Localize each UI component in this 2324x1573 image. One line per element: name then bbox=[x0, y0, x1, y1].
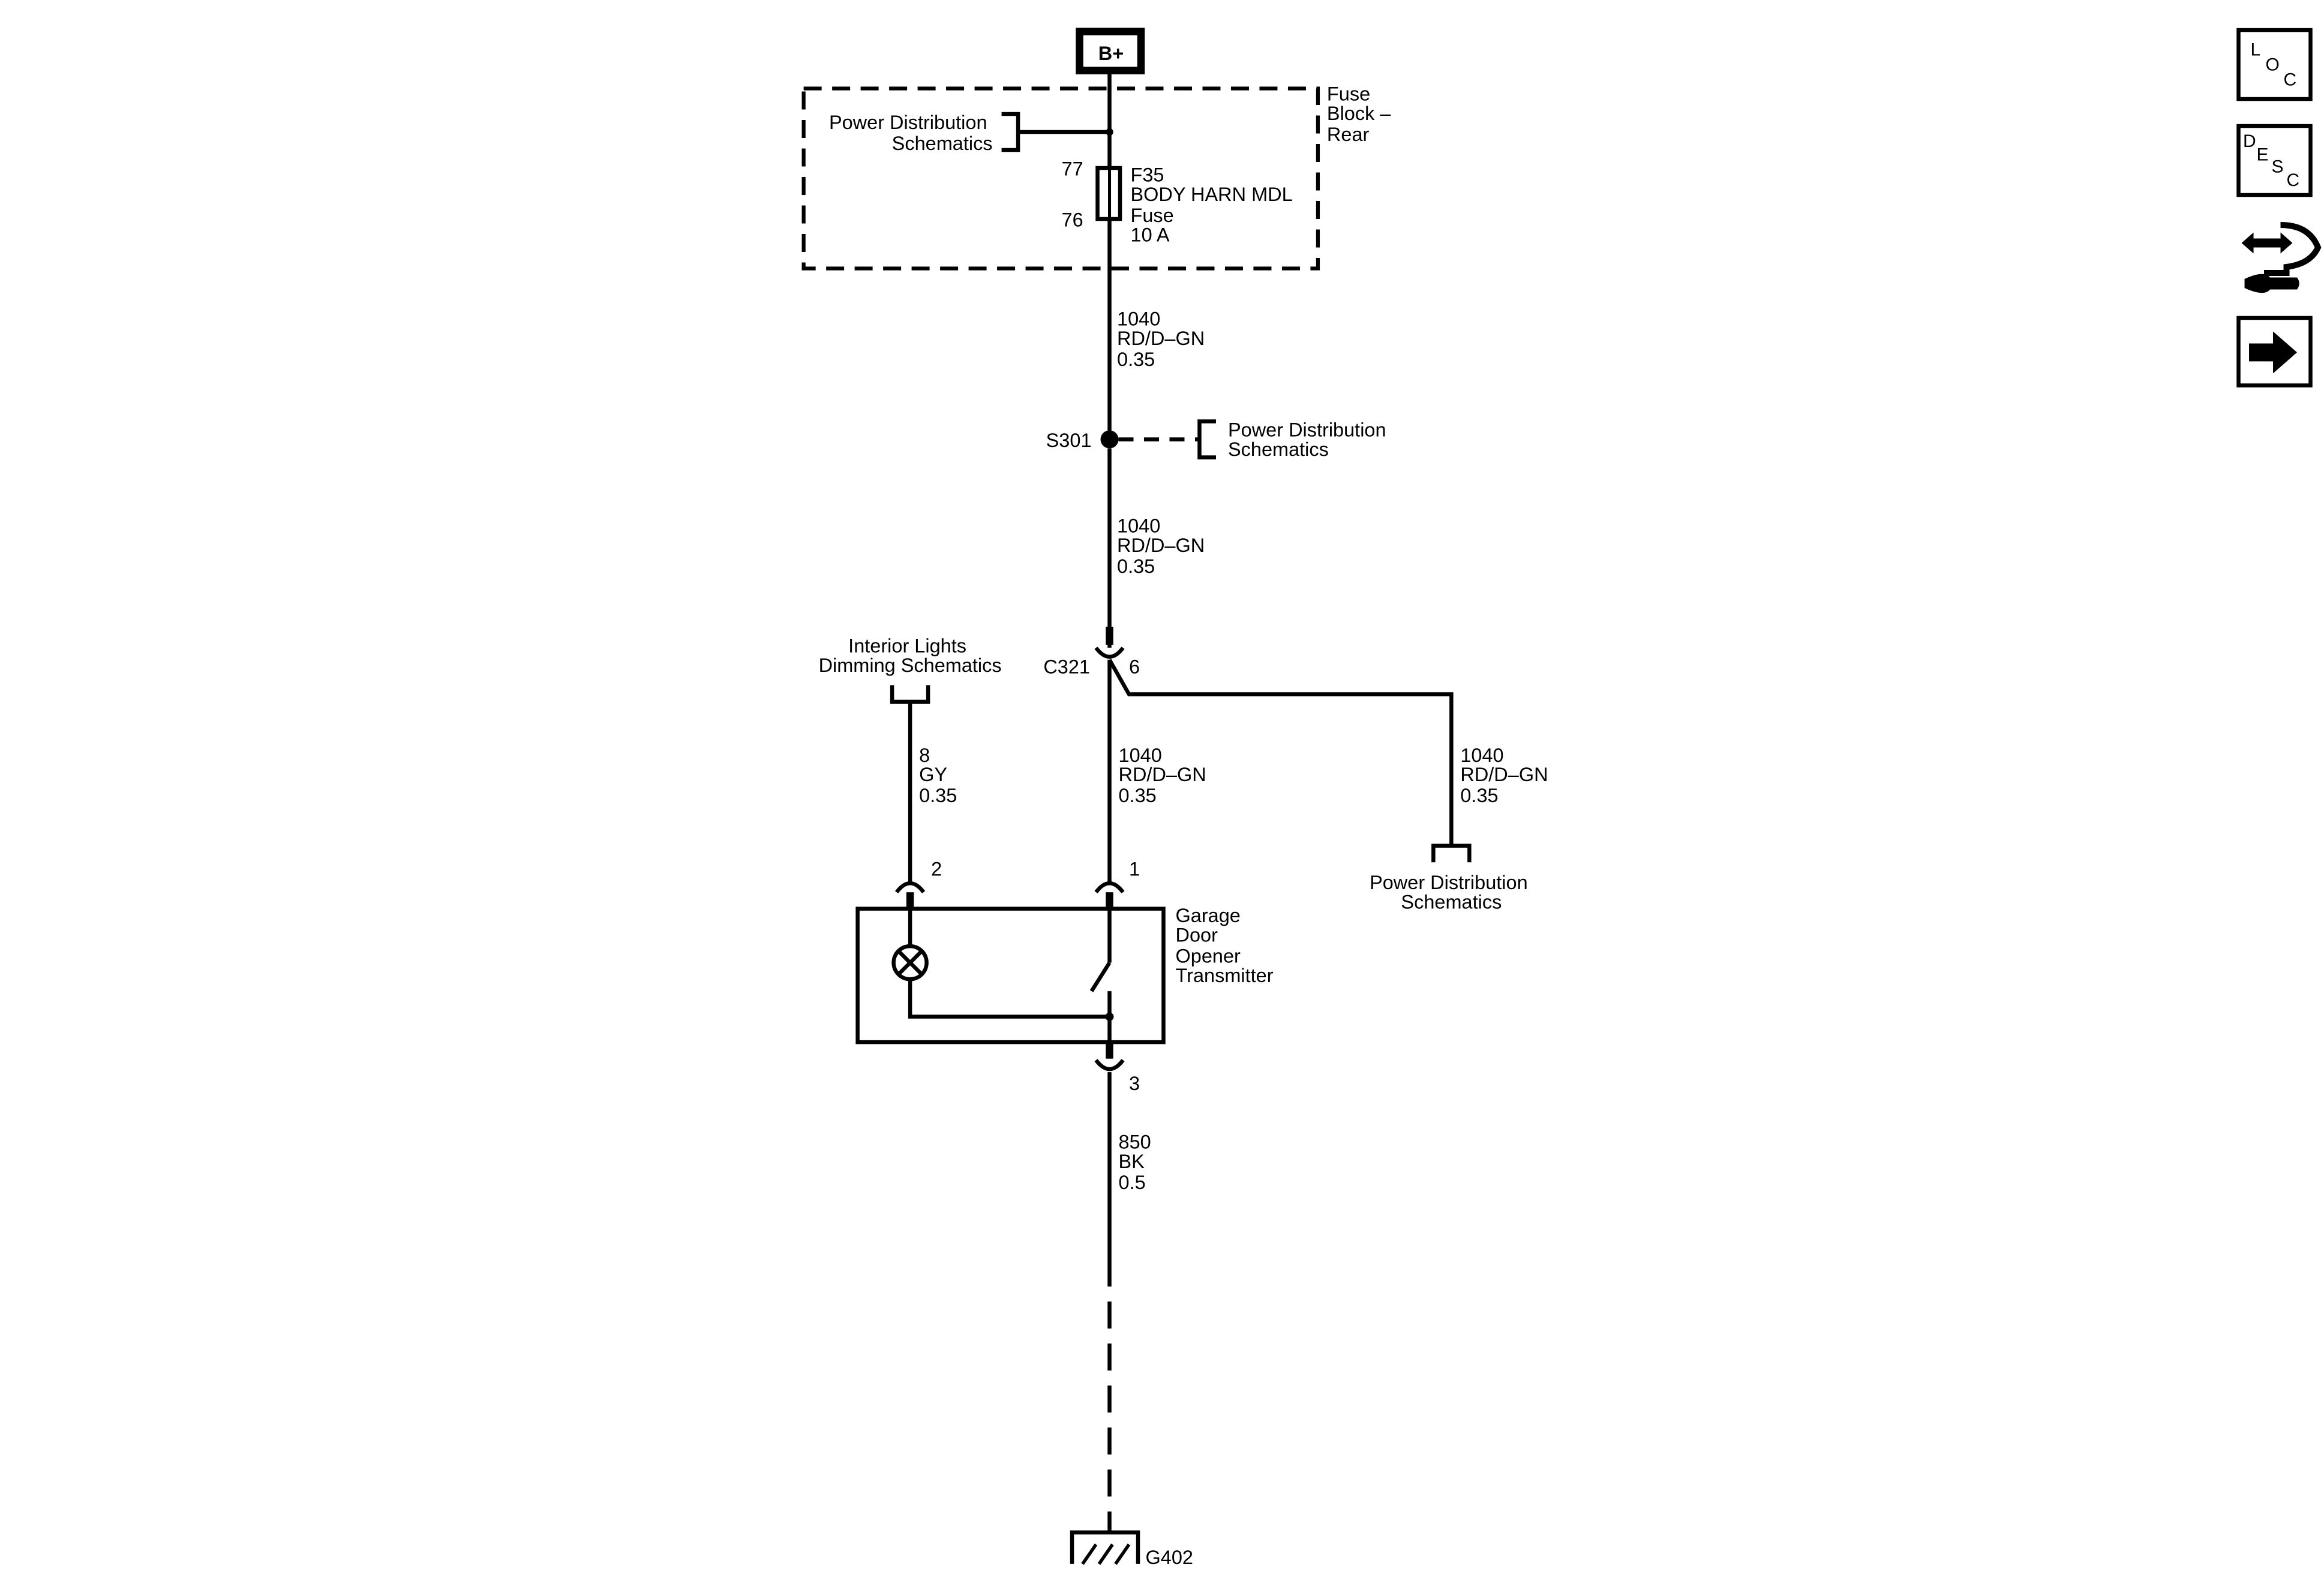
power-distribution-ref-right: Power Distribution Schematics bbox=[1370, 843, 1533, 913]
svg-text:C: C bbox=[2284, 70, 2297, 90]
connector-end-view-icon[interactable] bbox=[2241, 221, 2322, 293]
wire-label-3: 1040 RD/D–GN 0.35 bbox=[1119, 745, 1212, 806]
power-distribution-ref-splice: Power Distribution Schematics bbox=[1228, 419, 1392, 460]
svg-text:6: 6 bbox=[1129, 656, 1140, 677]
svg-text:O: O bbox=[2266, 55, 2280, 75]
svg-text:2: 2 bbox=[931, 858, 942, 880]
lamp-icon bbox=[891, 944, 929, 981]
desc-button[interactable]: D E S C bbox=[2236, 124, 2313, 197]
wire-label-2: 1040 RD/D–GN 0.35 bbox=[1117, 515, 1210, 577]
garage-door-opener-transmitter: Garage Door Opener Transmitter bbox=[855, 905, 1274, 1059]
svg-text:B+: B+ bbox=[1098, 43, 1124, 64]
svg-text:D: D bbox=[2243, 131, 2256, 151]
wire-label-dim: 8 GY 0.35 bbox=[919, 745, 957, 806]
module-pin-1-connector: 1 bbox=[1094, 858, 1140, 909]
svg-text:76: 76 bbox=[1062, 209, 1083, 230]
wire-label-1: 1040 RD/D–GN 0.35 bbox=[1117, 308, 1210, 370]
ground-g402: G402 bbox=[1070, 1529, 1193, 1568]
wire-label-4: 1040 RD/D–GN 0.35 bbox=[1460, 745, 1553, 806]
fuse-block-rear-outline bbox=[801, 86, 1320, 271]
fuse-block-label: Fuse Block – Rear bbox=[1327, 83, 1397, 145]
svg-text:S: S bbox=[2272, 157, 2284, 177]
svg-text:3: 3 bbox=[1129, 1073, 1140, 1094]
svg-text:C: C bbox=[2287, 170, 2300, 190]
svg-text:77: 77 bbox=[1062, 158, 1083, 180]
splice-s301: S301 Power Distribution Schematics bbox=[1046, 419, 1392, 460]
arrow-right-icon bbox=[2249, 331, 2298, 374]
svg-text:Power Distribution Schem: Power Distribution Schematics bbox=[829, 112, 993, 154]
next-page-button[interactable] bbox=[2236, 316, 2313, 388]
svg-text:Power Distribution Schem: Power Distribution Schematics bbox=[1370, 872, 1533, 912]
fuse-description: F35 BODY HARN MDL Fuse 10 A bbox=[1131, 164, 1298, 246]
svg-text:L: L bbox=[2251, 40, 2261, 60]
loc-button[interactable]: L O C bbox=[2236, 28, 2313, 101]
svg-text:G402: G402 bbox=[1146, 1547, 1193, 1568]
module-pin-2-connector: 2 bbox=[895, 858, 942, 909]
switch-icon bbox=[1089, 961, 1112, 992]
module-pin-3-connector: 3 bbox=[1094, 1042, 1140, 1094]
fuse-f35: 77 76 F35 BODY HARN MDL Fuse 10 A bbox=[1062, 158, 1298, 246]
svg-text:C321: C321 bbox=[1043, 656, 1090, 677]
svg-text:Interior Lights Dimming: Interior Lights Dimming Schematics bbox=[819, 635, 1002, 676]
svg-text:1: 1 bbox=[1129, 858, 1140, 880]
svg-text:E: E bbox=[2257, 145, 2269, 165]
interior-lights-dimming-ref: Interior Lights Dimming Schematics bbox=[819, 635, 1002, 704]
svg-text:S301: S301 bbox=[1046, 430, 1092, 451]
connector-c321: C321 6 bbox=[1043, 646, 1140, 677]
battery-positive-terminal: B+ bbox=[1076, 28, 1145, 74]
module-label: Garage Door Opener Transmitter bbox=[1175, 905, 1273, 986]
wire-label-ground: 850 BK 0.5 bbox=[1119, 1131, 1157, 1193]
power-distribution-ref-top: Power Distribution Schematics bbox=[829, 112, 1110, 154]
